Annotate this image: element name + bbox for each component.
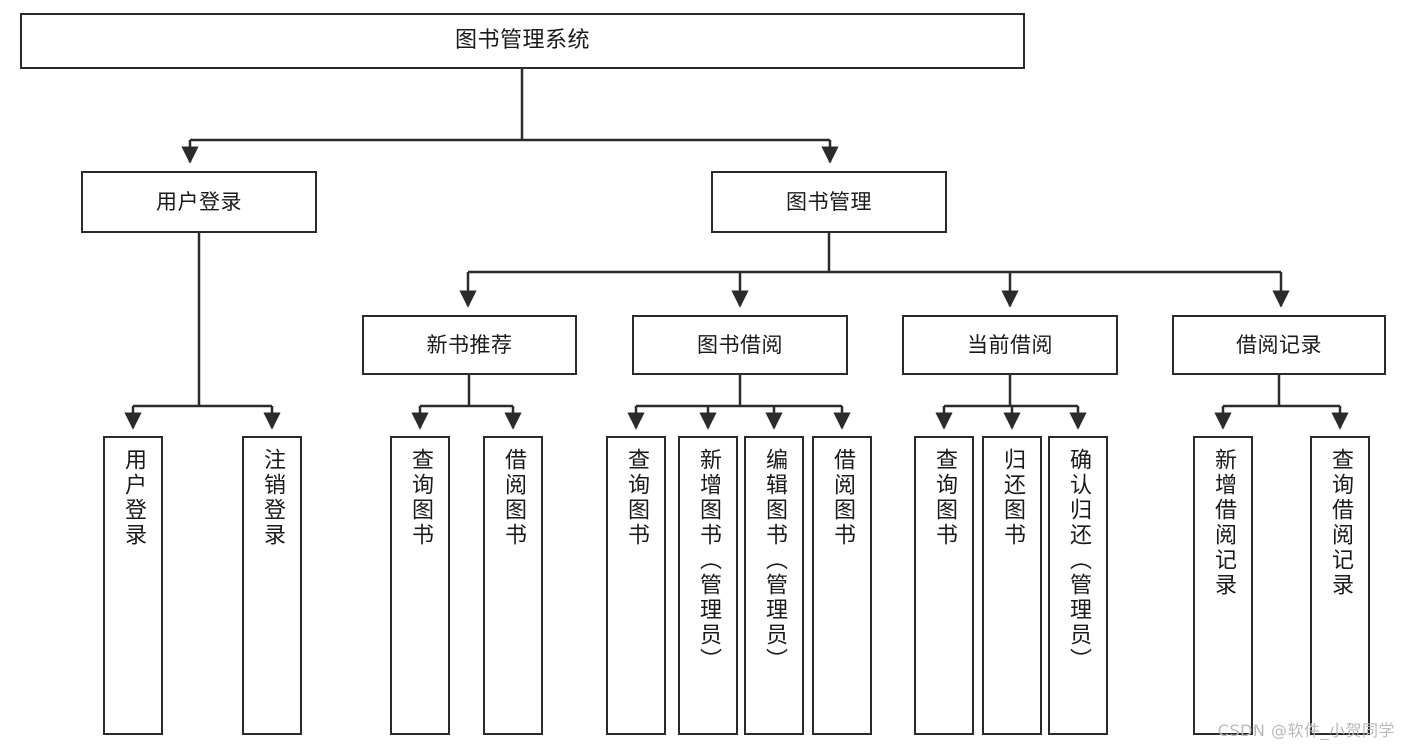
node-user-login-label: 用户登录	[156, 189, 242, 214]
node-root-label: 图书管理系统	[454, 28, 590, 54]
leaf-add-borrow-record[interactable]: 新增借阅记录	[1193, 436, 1253, 735]
leaf-borrow-book-2[interactable]: 借阅图书	[812, 436, 872, 735]
leaf-confirm-return-admin[interactable]: 确认归还（管理员）	[1048, 436, 1108, 735]
leaf-edit-book-admin[interactable]: 编辑图书（管理员）	[744, 436, 804, 735]
leaf-borrow-book-1-label: 借阅图书	[501, 448, 526, 548]
leaf-query-book-1-label: 查询图书	[408, 448, 433, 548]
leaf-query-book-3[interactable]: 查询图书	[914, 436, 974, 735]
node-current-borrow[interactable]: 当前借阅	[902, 315, 1118, 375]
leaf-logout-label: 注销登录	[260, 448, 285, 548]
leaf-add-book-admin[interactable]: 新增图书（管理员）	[678, 436, 738, 735]
node-book-borrow[interactable]: 图书借阅	[632, 315, 848, 375]
leaf-query-book-3-label: 查询图书	[932, 448, 957, 548]
leaf-borrow-book-2-label: 借阅图书	[830, 448, 855, 548]
leaf-borrow-book-1[interactable]: 借阅图书	[483, 436, 543, 735]
node-user-login[interactable]: 用户登录	[81, 171, 317, 233]
leaf-return-book[interactable]: 归还图书	[982, 436, 1042, 735]
leaf-return-book-label: 归还图书	[1000, 448, 1025, 548]
leaf-user-login-label: 用户登录	[121, 448, 146, 548]
leaf-query-borrow-record[interactable]: 查询借阅记录	[1310, 436, 1370, 735]
leaf-edit-book-admin-label: 编辑图书（管理员）	[762, 448, 787, 673]
leaf-query-book-2[interactable]: 查询图书	[606, 436, 666, 735]
node-book-manage-label: 图书管理	[786, 189, 872, 214]
node-current-borrow-label: 当前借阅	[967, 332, 1053, 357]
leaf-user-login[interactable]: 用户登录	[103, 436, 163, 735]
node-new-book-recommend-label: 新书推荐	[426, 332, 513, 357]
node-book-borrow-label: 图书借阅	[697, 332, 783, 357]
node-borrow-record-label: 借阅记录	[1236, 332, 1322, 357]
leaf-logout[interactable]: 注销登录	[242, 436, 302, 735]
leaf-add-borrow-record-label: 新增借阅记录	[1211, 448, 1236, 598]
leaf-add-book-admin-label: 新增图书（管理员）	[696, 448, 721, 673]
leaf-confirm-return-admin-label: 确认归还（管理员）	[1066, 448, 1091, 673]
leaf-query-borrow-record-label: 查询借阅记录	[1328, 448, 1353, 598]
leaf-query-book-2-label: 查询图书	[624, 448, 649, 548]
watermark: CSDN @软件_小贺同学	[1217, 721, 1395, 740]
node-book-manage[interactable]: 图书管理	[711, 171, 947, 233]
node-borrow-record[interactable]: 借阅记录	[1172, 315, 1386, 375]
node-new-book-recommend[interactable]: 新书推荐	[362, 315, 577, 375]
leaf-query-book-1[interactable]: 查询图书	[390, 436, 450, 735]
node-root[interactable]: 图书管理系统	[20, 13, 1025, 69]
